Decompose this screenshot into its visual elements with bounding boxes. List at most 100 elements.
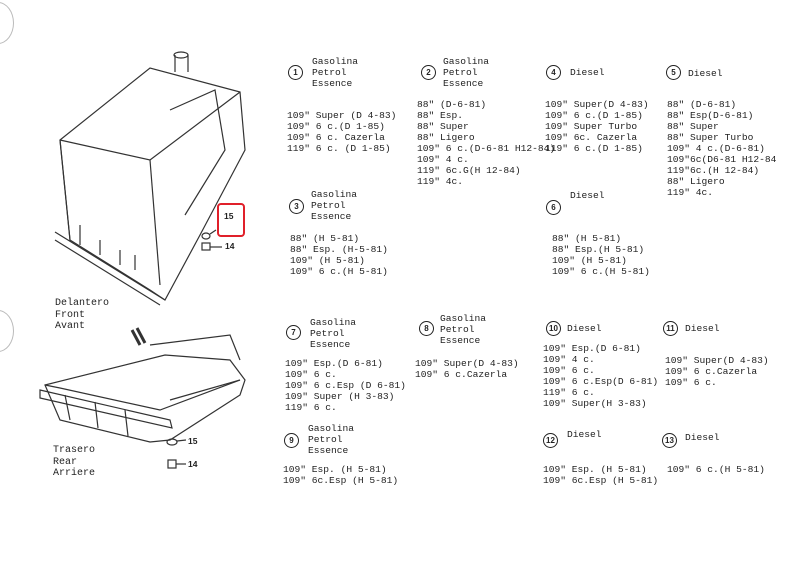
- model-line: 88" (H 5-81): [552, 233, 622, 244]
- model-line: 88" Ligero: [417, 132, 475, 143]
- callout-nut-rear: 14: [188, 459, 198, 469]
- model-line: 119"6c.(H 12-84): [667, 165, 760, 176]
- model-line: 109" 6 c.(D-6-81 H12-84): [417, 143, 556, 154]
- fuel-type: Essence: [443, 78, 484, 89]
- model-line: 88" Super: [667, 121, 719, 132]
- fuel-type: Petrol: [440, 324, 475, 335]
- model-line: 119" 4c.: [667, 187, 714, 198]
- section-model-list: 88" (H 5-81)88" Esp.(H 5-81)109" (H 5-81…: [552, 233, 650, 277]
- section-fuel-header: Diesel: [567, 429, 602, 440]
- model-line: 88" (D-6-81): [417, 99, 487, 110]
- section-fuel-header: Diesel: [685, 323, 720, 334]
- callout-washer-rear: 15: [188, 436, 198, 446]
- section-number-badge: 13: [662, 433, 677, 448]
- model-line: 88" Super Turbo: [667, 132, 754, 143]
- model-line: 109" 6 c.(D 1-85): [287, 121, 385, 132]
- model-line: 109" Esp.(D 6-81): [543, 343, 641, 354]
- section-number-badge: 5: [666, 65, 681, 80]
- fuel-type: Essence: [308, 445, 349, 456]
- fuel-type: Diesel: [688, 68, 723, 79]
- model-line: 109" 6 c.(H 5-81): [290, 266, 388, 277]
- model-line: 109" 6 c.: [543, 365, 595, 376]
- model-line: 88" (D-6-81): [667, 99, 737, 110]
- section-number-badge: 6: [546, 200, 561, 215]
- section-fuel-header: Diesel: [567, 323, 602, 334]
- label-fr: Arriere: [53, 468, 96, 479]
- section-number-badge: 7: [286, 325, 301, 340]
- model-line: 119" 4c.: [417, 176, 464, 187]
- model-line: 88" Ligero: [667, 176, 725, 187]
- fuel-type: Gasolina: [310, 317, 357, 328]
- section-number-badge: 11: [663, 321, 678, 336]
- section-model-list: 109" Super (D 4-83)109" 6 c.(D 1-85)109"…: [287, 110, 396, 154]
- model-line: 109" Super(D 4-83): [665, 355, 769, 366]
- model-line: 109" Esp. (H 5-81): [543, 464, 647, 475]
- model-line: 88" Esp. (H-5-81): [290, 244, 388, 255]
- section-model-list: 109" Super(D 4-83)109" 6 c.(D 1-85)109" …: [545, 99, 649, 154]
- fuel-type: Petrol: [308, 434, 343, 445]
- model-line: 109" 6c.Esp (H 5-81): [543, 475, 659, 486]
- model-line: 109" 4 c.(D-6-81): [667, 143, 765, 154]
- model-line: 109" (H 5-81): [290, 255, 365, 266]
- model-line: 109" 4 c.: [543, 354, 595, 365]
- model-line: 109" Super(D 4-83): [415, 358, 519, 369]
- fuel-type: Gasolina: [311, 189, 358, 200]
- fuel-type: Diesel: [567, 323, 602, 334]
- section-number-badge: 1: [288, 65, 303, 80]
- model-line: 109" (H 5-81): [552, 255, 627, 266]
- section-number-badge: 8: [419, 321, 434, 336]
- section-model-list: 109" Esp.(D 6-81)109" 6 c.109" 6 c.Esp (…: [285, 358, 406, 413]
- label-en: Rear: [53, 456, 78, 468]
- model-line: 109" 6 c.(H 5-81): [667, 464, 765, 475]
- model-line: 119" 6 c.: [543, 387, 595, 398]
- section-number-badge: 9: [284, 433, 299, 448]
- fuel-type: Gasolina: [308, 423, 355, 434]
- model-line: 109" 6 c.: [665, 377, 717, 388]
- rear-tank-drawing: [39, 327, 246, 443]
- fuel-type: Essence: [310, 339, 351, 350]
- callout-nut-front: 14: [225, 241, 235, 251]
- callout-washer-front: 15: [224, 211, 234, 221]
- model-line: 109" Super (D 4-83): [287, 110, 397, 121]
- section-model-list: 88" (H 5-81)88" Esp. (H-5-81)109" (H 5-8…: [290, 233, 388, 277]
- model-line: 109" Esp. (H 5-81): [283, 464, 387, 475]
- label-es: Delantero: [55, 298, 110, 309]
- section-number-badge: 3: [289, 199, 304, 214]
- model-line: 88" Esp.(H 5-81): [552, 244, 645, 255]
- label-en: Front: [55, 309, 86, 321]
- model-line: 88" Esp.: [417, 110, 464, 121]
- front-tank-drawing: [54, 51, 246, 306]
- model-line: 88" (H 5-81): [290, 233, 360, 244]
- model-line: 109" 6 c.(H 5-81): [552, 266, 650, 277]
- fuel-tank-drawings: [39, 51, 246, 469]
- model-line: 109" 6 c.: [285, 369, 337, 380]
- model-line: 109" 6c.Esp (H 5-81): [283, 475, 399, 486]
- fuel-type: Gasolina: [443, 56, 490, 67]
- model-line: 109" 6c. Cazerla: [545, 132, 638, 143]
- model-line: 109" Super(H 3-83): [543, 398, 647, 409]
- fuel-type: Diesel: [567, 429, 602, 440]
- fuel-type: Petrol: [443, 67, 478, 78]
- fuel-type: Diesel: [570, 190, 605, 201]
- model-line: 119" 6 c. (D 1-85): [287, 143, 391, 154]
- model-line: 109" 6 c. Cazerla: [287, 132, 385, 143]
- section-number-badge: 4: [546, 65, 561, 80]
- model-line: 109" Esp.(D 6-81): [285, 358, 383, 369]
- section-number-badge: 10: [546, 321, 561, 336]
- model-line: 109" 6 c.Esp(D 6-81): [543, 376, 659, 387]
- section-fuel-header: Diesel: [570, 67, 605, 78]
- section-number-badge: 2: [421, 65, 436, 80]
- fuel-type: Essence: [312, 78, 353, 89]
- model-line: 109" Super(D 4-83): [545, 99, 649, 110]
- label-fr: Avant: [55, 321, 86, 332]
- highlight-box: [217, 203, 245, 237]
- fuel-type: Petrol: [311, 200, 346, 211]
